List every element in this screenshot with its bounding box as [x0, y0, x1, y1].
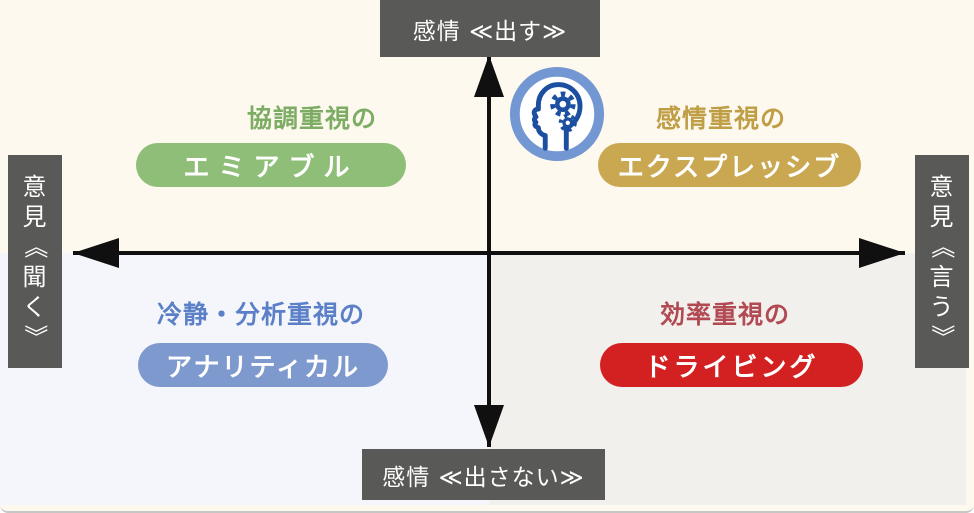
quadrant-heading-amiable: 協調重視の [246, 104, 377, 133]
axis-label-top: 感情 ≪出す≫ [380, 0, 600, 57]
style-pill-amiable: エミアブル [136, 143, 406, 187]
head-profile-outline [531, 82, 583, 151]
style-pill-expressive: エクスプレッシブ [598, 143, 861, 187]
axis-arrowhead-right-icon [859, 238, 905, 268]
axis-label-right: 意見《言う》 [915, 155, 969, 368]
vertical-axis-line [487, 55, 491, 447]
gear-icon-small [558, 113, 577, 132]
axis-arrowhead-up-icon [474, 55, 504, 97]
axis-label-bottom: 感情 ≪出さない≫ [362, 449, 605, 500]
quadrant-heading-expressive: 感情重視の [655, 104, 786, 133]
quadrant-heading-analytical: 冷静・分析重視の [156, 300, 365, 329]
style-pill-analytical: アナリティカル [138, 343, 388, 387]
quadrant-heading-driving: 効率重視の [659, 300, 790, 329]
axis-label-left: 意見《聞く》 [8, 155, 62, 368]
style-pill-driving: ドライビング [600, 343, 863, 387]
axis-arrowhead-left-icon [73, 238, 119, 268]
head-with-gears-icon [508, 65, 606, 163]
axis-arrowhead-down-icon [474, 405, 504, 447]
